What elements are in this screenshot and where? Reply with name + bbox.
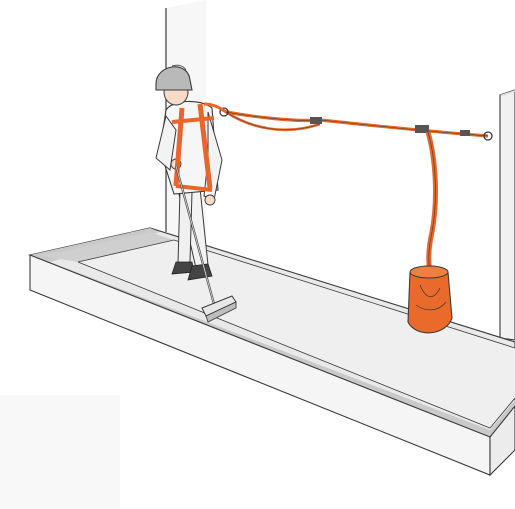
right-wall bbox=[500, 90, 515, 340]
horizontal-lifeline-icon bbox=[220, 108, 492, 140]
rope-bag-icon bbox=[408, 266, 452, 333]
rope-icon bbox=[428, 132, 435, 272]
